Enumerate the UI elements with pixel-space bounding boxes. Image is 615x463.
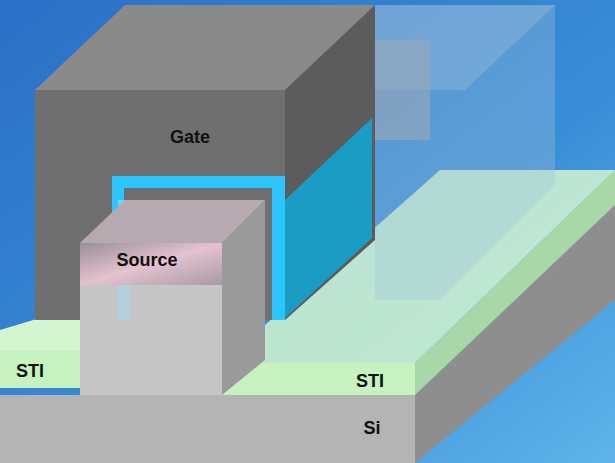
- part-label: Gate: [170, 128, 210, 148]
- gate-back: [375, 40, 430, 140]
- part-label: STI: [356, 372, 384, 392]
- part-label: STI: [16, 362, 44, 382]
- sti-top: [0, 318, 80, 350]
- sti-front: [0, 350, 80, 388]
- source-front: [80, 243, 222, 285]
- gate-oxide-side: [285, 118, 372, 318]
- fin-front: [80, 285, 222, 395]
- part-label: Source: [116, 251, 177, 271]
- source-top: [80, 200, 265, 243]
- part-label: Si: [363, 419, 380, 439]
- substrate-front: [0, 395, 415, 463]
- gate-side: [285, 5, 375, 320]
